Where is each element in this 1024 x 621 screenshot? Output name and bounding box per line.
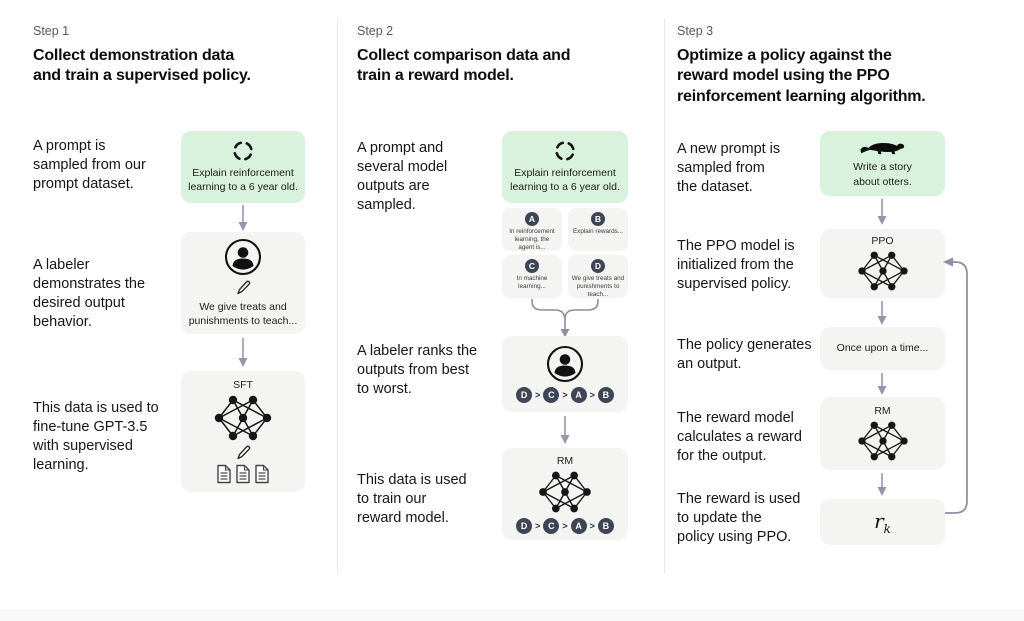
step1-caption-prompt: A prompt is sampled from our prompt data… [33, 138, 146, 192]
otter-icon [860, 143, 904, 155]
step3-prompt-box: Write a story about otters. [820, 131, 945, 196]
document-icon [255, 464, 269, 484]
step3-reward-box: rk [820, 499, 945, 545]
rank-circle: B [597, 387, 614, 403]
output-card-a: A In reinforcement learning, the agent i… [502, 208, 562, 251]
step-2-label: Step 2 [357, 24, 394, 38]
step3-caption-prompt: A new prompt is sampled from the dataset… [677, 141, 781, 195]
rank-circle: C [543, 517, 560, 534]
arrow-down-icon [877, 301, 887, 325]
neural-network-icon [538, 470, 592, 513]
step2-caption-labeler: A labeler ranks the outputs from best to… [357, 343, 478, 397]
column-divider-1 [337, 18, 338, 574]
step-3-heading: Optimize a policy against the reward mod… [677, 47, 926, 105]
output-card-d: D We give treats and punishments to teac… [568, 255, 628, 298]
output-letter-a: A [525, 212, 539, 226]
ranking-row: D > C > A > B [516, 387, 614, 403]
rank-circle: D [516, 517, 533, 534]
ranking-row: D > C > A > B [516, 517, 614, 534]
documents-row [216, 464, 270, 484]
output-letter-c: C [525, 259, 539, 273]
step1-caption-labeler: A labeler demonstrates the desired outpu… [33, 257, 146, 330]
neural-network-icon [214, 395, 272, 441]
step3-output-box: Once upon a time... [820, 327, 945, 370]
step2-rm-box: RM D > C > A > B [502, 448, 628, 540]
arrow-down-icon [238, 205, 248, 231]
rank-circle: A [570, 387, 587, 403]
neural-network-icon [857, 420, 908, 462]
step2-labeler-box: D > C > A > B [502, 336, 628, 412]
step3-caption-reward: The reward model calculates a reward for… [677, 410, 802, 464]
step-2-heading: Collect comparison data and train a rewa… [357, 47, 571, 85]
rm-label: RM [874, 405, 891, 417]
step3-caption-update: The reward is used to update the policy … [677, 491, 801, 545]
output-text-b: Explain rewards... [572, 228, 624, 235]
step3-ppo-box: PPO [820, 229, 945, 298]
rank-separator: > [535, 520, 541, 531]
document-icon [236, 464, 250, 484]
labeler-person-icon [224, 238, 262, 275]
step-3-label: Step 3 [677, 24, 714, 38]
output-card-b: B Explain rewards... [568, 208, 628, 251]
sft-label: SFT [233, 379, 253, 391]
neural-network-icon [857, 250, 908, 292]
arrow-down-icon [560, 416, 570, 444]
rank-circle: A [570, 517, 587, 534]
step3-prompt-text: Write a story about otters. [853, 161, 912, 188]
rank-circle: C [543, 387, 560, 403]
pencil-icon [237, 445, 251, 460]
step2-caption-data: This data is used to train our reward mo… [357, 472, 467, 526]
rank-circle: D [516, 387, 533, 403]
merge-connector-icon [531, 299, 599, 338]
column-divider-2 [664, 18, 665, 574]
prompt-sampling-icon [232, 139, 254, 162]
output-letter-b: B [591, 212, 605, 226]
generated-output-text: Once upon a time... [836, 342, 929, 355]
pencil-icon [237, 280, 251, 294]
step3-caption-output: The policy generates an output. [677, 337, 812, 372]
arrow-down-icon [877, 199, 887, 225]
output-text-d: We give treats and punishments to teach.… [571, 275, 625, 298]
step1-caption-data: This data is used to fine-tune GPT-3.5 w… [33, 400, 159, 473]
step2-prompt-text: Explain reinforcement learning to a 6 ye… [510, 166, 620, 193]
step-1-heading: Collect demonstration data and train a s… [33, 47, 251, 85]
feedback-loop-arrow-icon [943, 257, 968, 514]
footer-strip [0, 609, 1024, 621]
step1-labeler-box: We give treats and punishments to teach.… [181, 232, 305, 334]
step3-caption-ppo-init: The PPO model is initialized from the su… [677, 238, 795, 292]
arrow-down-icon [238, 338, 248, 367]
output-card-c: C In machine learning... [502, 255, 562, 298]
step1-demonstration-text: We give treats and punishments to teach.… [188, 300, 298, 327]
document-icon [217, 464, 231, 484]
rank-separator: > [589, 390, 595, 400]
step1-prompt-box: Explain reinforcement learning to a 6 ye… [181, 131, 305, 203]
output-text-a: In reinforcement learning, the agent is.… [509, 228, 555, 251]
step2-caption-prompt: A prompt and several model outputs are s… [357, 140, 448, 213]
prompt-sampling-icon [554, 139, 576, 162]
arrow-down-icon [877, 473, 887, 496]
rank-circle: B [597, 517, 614, 534]
step-1-label: Step 1 [33, 24, 70, 38]
labeler-person-icon [546, 345, 584, 383]
rank-separator: > [535, 390, 541, 400]
step1-prompt-text: Explain reinforcement learning to a 6 ye… [188, 166, 298, 193]
rank-separator: > [562, 390, 568, 400]
rank-separator: > [589, 520, 595, 531]
step1-sft-box: SFT [181, 371, 305, 492]
step2-prompt-box: Explain reinforcement learning to a 6 ye… [502, 131, 628, 203]
rank-separator: > [562, 520, 568, 531]
reward-value: rk [874, 508, 891, 536]
step3-rm-box: RM [820, 397, 945, 470]
ppo-label: PPO [871, 235, 894, 247]
output-letter-d: D [591, 259, 605, 273]
arrow-down-icon [877, 373, 887, 395]
rm-label: RM [556, 454, 574, 467]
output-text-c: In machine learning... [516, 275, 548, 290]
